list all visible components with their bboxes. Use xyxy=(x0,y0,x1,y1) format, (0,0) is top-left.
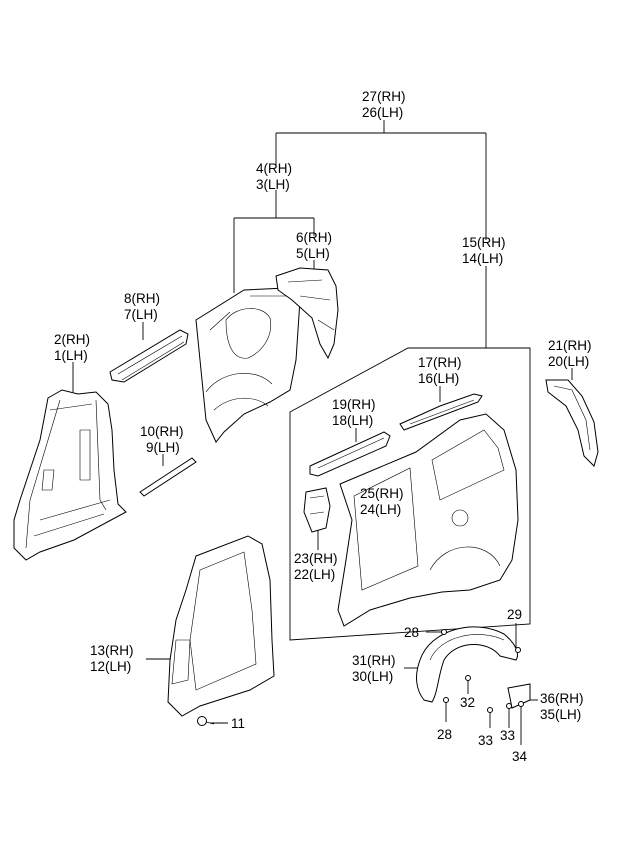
label-20: 20(LH) xyxy=(548,354,589,369)
label-6: 6(RH) xyxy=(296,230,332,245)
label-8: 8(RH) xyxy=(124,291,160,306)
label-29: 29 xyxy=(507,607,522,622)
part-roof-rail-front xyxy=(109,329,189,383)
label-33-left: 33 xyxy=(478,733,493,748)
part-mud-guard xyxy=(507,683,531,709)
part-wheel-liner xyxy=(416,626,518,703)
part-rail-inner xyxy=(309,431,391,477)
label-11: 11 xyxy=(231,716,245,731)
part-roof-rail-rear xyxy=(399,393,483,431)
label-32: 32 xyxy=(460,695,475,710)
label-28-bottom: 28 xyxy=(437,727,452,742)
label-24: 24(LH) xyxy=(360,502,401,517)
label-15: 15(RH) xyxy=(462,235,506,250)
label-14: 14(LH) xyxy=(462,251,503,266)
label-22: 22(LH) xyxy=(294,567,335,582)
label-35: 35(LH) xyxy=(540,707,581,722)
label-36: 36(RH) xyxy=(540,691,584,706)
label-9: 9(LH) xyxy=(146,440,180,455)
part-rear-bracket xyxy=(545,379,599,467)
label-28-top: 28 xyxy=(404,625,419,640)
label-16: 16(LH) xyxy=(418,371,459,386)
label-26: 26(LH) xyxy=(362,105,403,120)
part-small-bracket xyxy=(303,487,331,533)
callout-labels: 27(RH) 26(LH) 4(RH) 3(LH) 6(RH) 5(LH) 15… xyxy=(54,89,592,764)
label-13: 13(RH) xyxy=(90,643,134,658)
label-25: 25(RH) xyxy=(360,486,404,501)
fasteners xyxy=(441,629,524,713)
label-33-right: 33 xyxy=(500,728,515,743)
label-7: 7(LH) xyxy=(124,307,158,322)
part-quarter-inner-upper xyxy=(275,267,339,360)
part-quarter-outer xyxy=(337,413,519,627)
label-5: 5(LH) xyxy=(296,246,330,261)
label-1: 1(LH) xyxy=(54,348,88,363)
label-12: 12(LH) xyxy=(90,659,131,674)
part-center-pillar xyxy=(167,535,275,717)
part-quarter-inner xyxy=(195,287,301,443)
part-front-pillar-outer xyxy=(13,389,127,561)
label-34: 34 xyxy=(512,749,528,764)
label-17: 17(RH) xyxy=(418,355,462,370)
part-bolt xyxy=(197,716,215,726)
label-10: 10(RH) xyxy=(140,424,184,439)
label-4: 4(RH) xyxy=(256,161,292,176)
label-21: 21(RH) xyxy=(548,338,592,353)
label-30: 30(LH) xyxy=(352,669,393,684)
label-31: 31(RH) xyxy=(352,653,396,668)
label-19: 19(RH) xyxy=(332,397,376,412)
label-27: 27(RH) xyxy=(362,89,406,104)
label-2: 2(RH) xyxy=(54,332,90,347)
label-18: 18(LH) xyxy=(332,413,373,428)
group-boundary xyxy=(289,347,531,641)
label-23: 23(RH) xyxy=(294,551,338,566)
label-3: 3(LH) xyxy=(256,177,290,192)
part-sill-strip xyxy=(139,457,197,497)
